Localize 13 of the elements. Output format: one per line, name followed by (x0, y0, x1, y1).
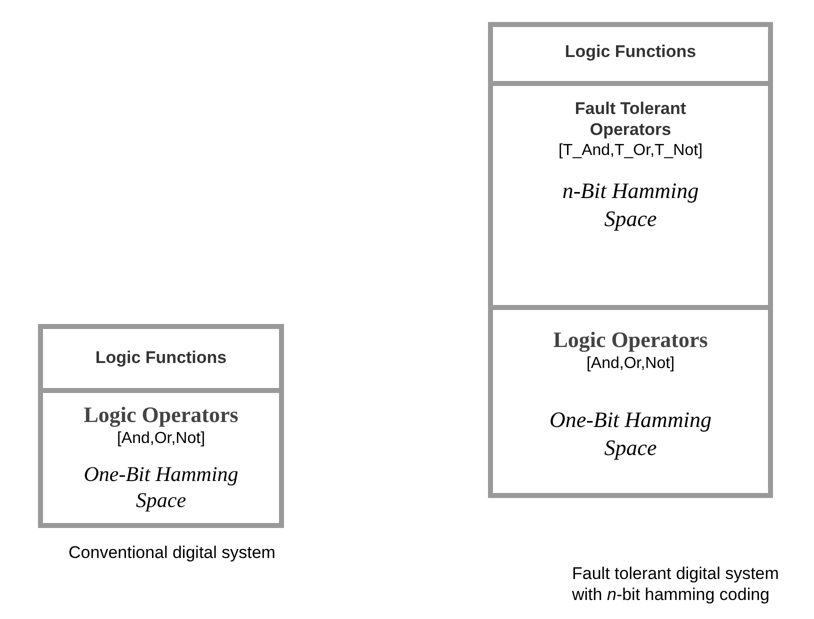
operator-list: [T_And,T_Or,T_Not] (558, 140, 703, 160)
space-label: One-Bit Hamming Space (550, 406, 712, 462)
system-caption: Conventional digital system (68, 542, 276, 564)
block-heading: Logic Operators (84, 401, 238, 428)
operator-list: [And,Or,Not] (116, 428, 206, 448)
space-label: n-Bit Hamming Space (561, 176, 700, 234)
operator-list: [And,Or,Not] (586, 354, 675, 374)
block-heading: Fault Tolerant Operators (574, 98, 688, 140)
layer-title: Logic Functions (564, 41, 696, 63)
block-heading: Logic Operators (553, 326, 708, 354)
system-caption: Fault tolerant digital system with n-bit hamming coding (572, 563, 780, 606)
layer-title: Logic Functions (95, 347, 227, 369)
space-label: One-Bit Hamming Space (83, 460, 239, 513)
